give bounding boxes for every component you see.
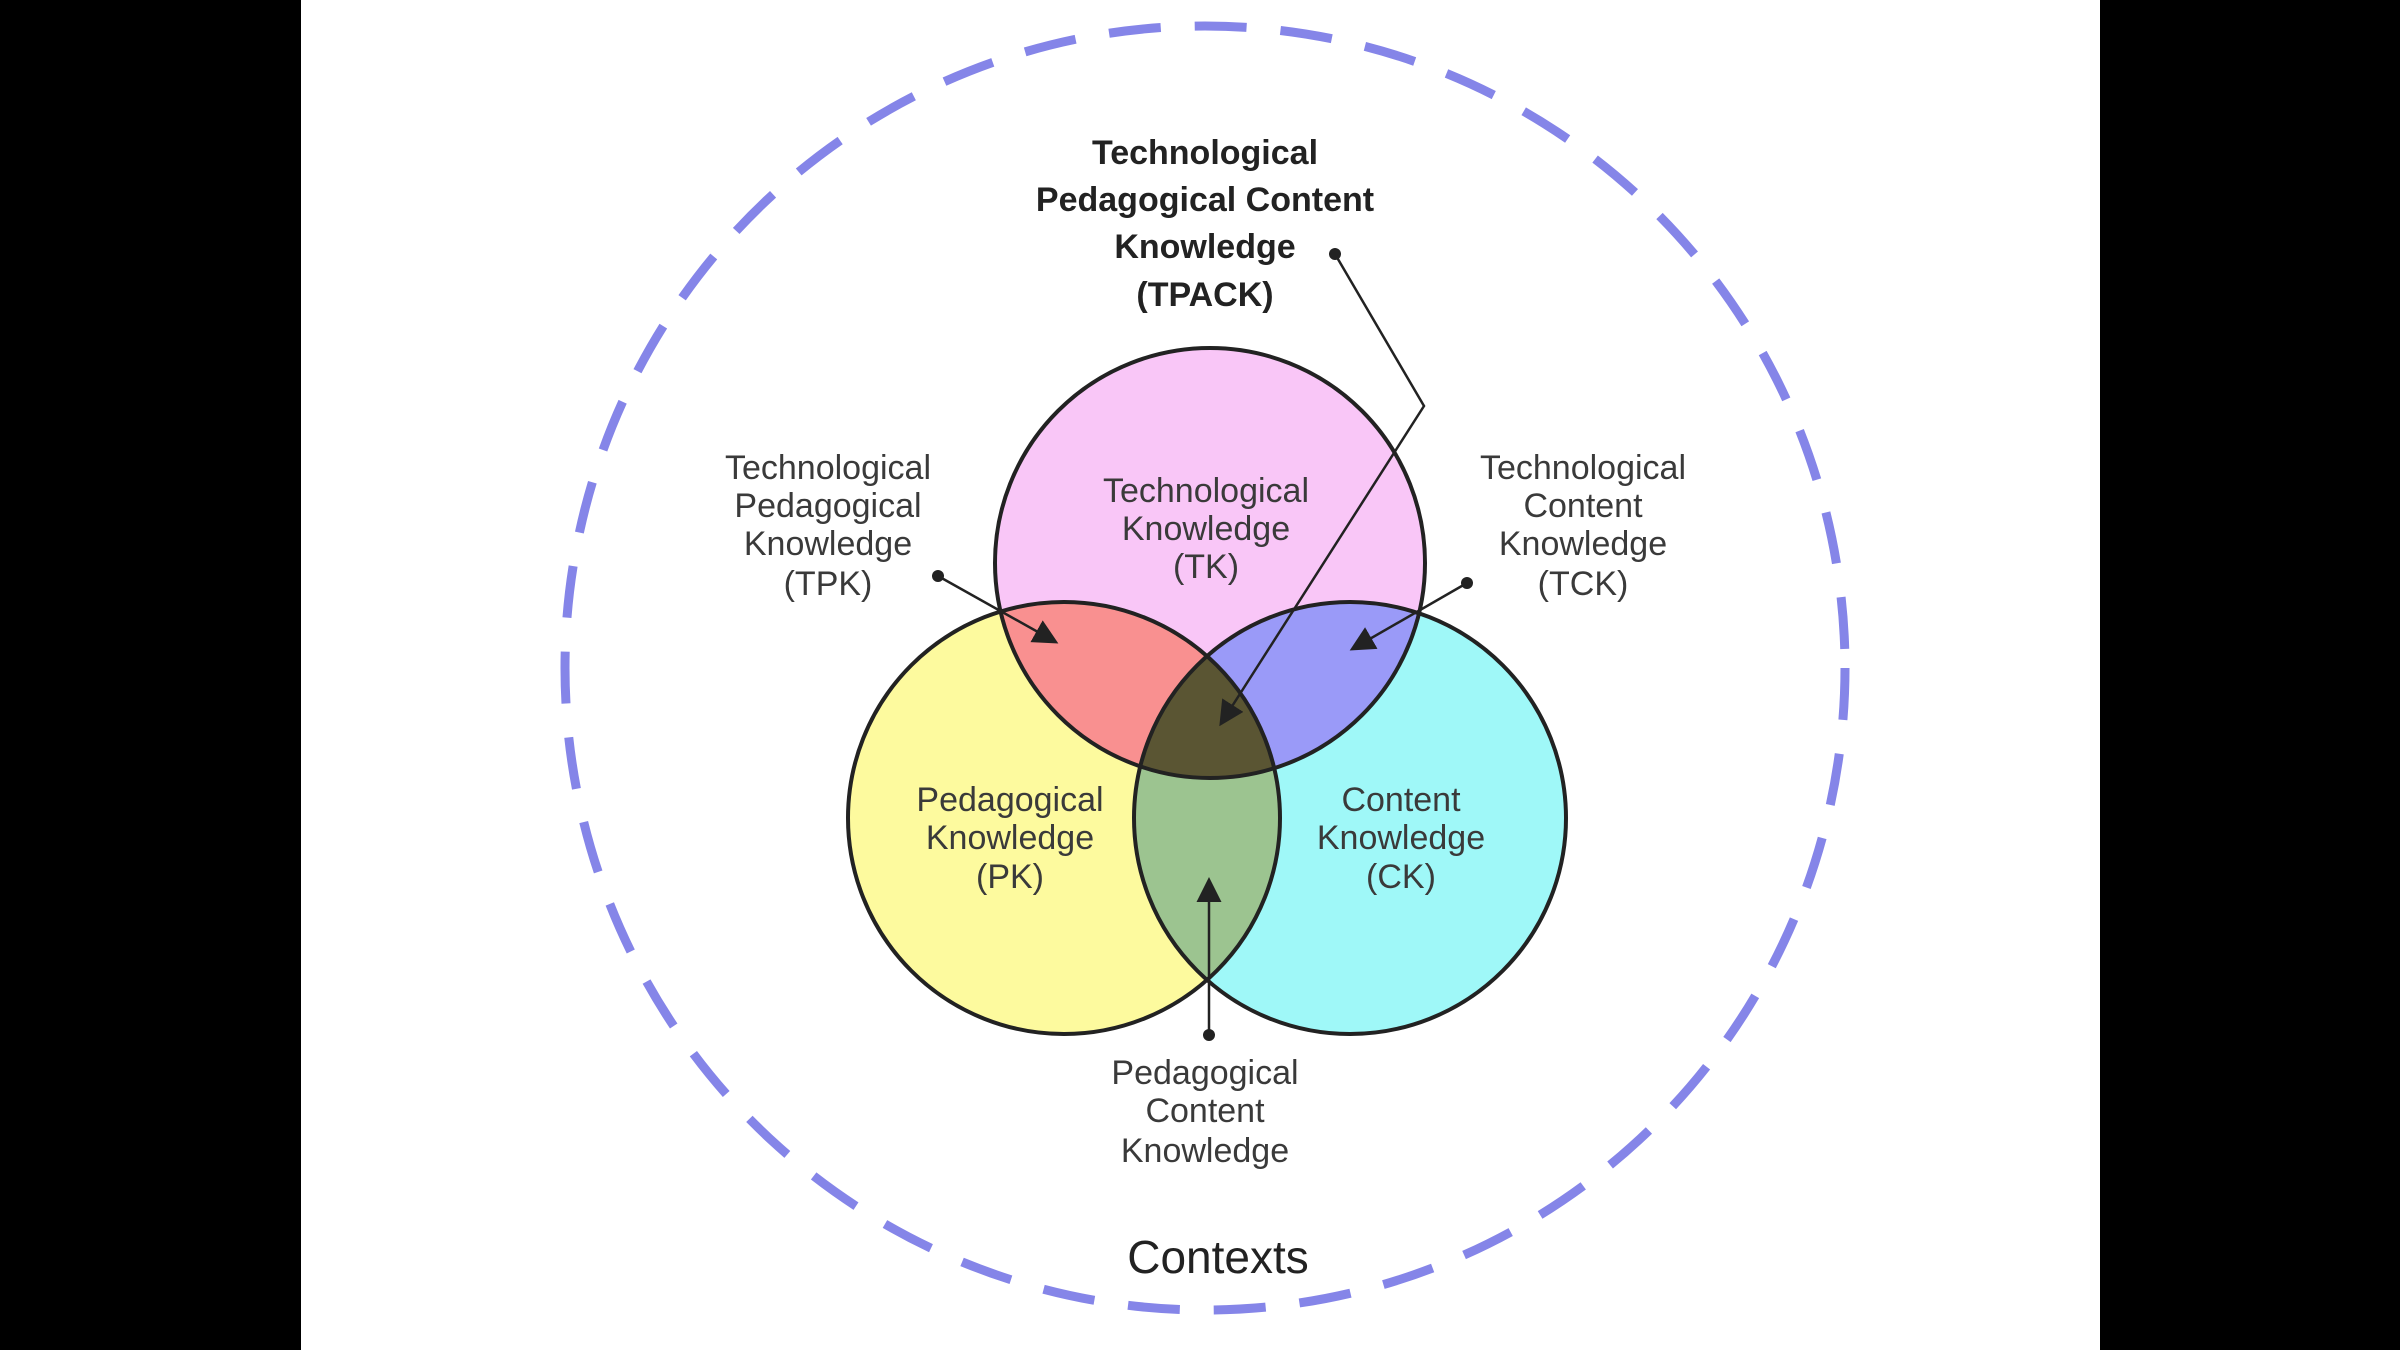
pk-label-line: Knowledge — [926, 819, 1094, 857]
pck-label: Pedagogical Content Knowledge — [1111, 1054, 1298, 1170]
tpk-label: Technological Pedagogical Knowledge (TPK… — [725, 449, 931, 603]
tpk-label-line: Pedagogical — [734, 487, 921, 525]
tk-label-line: (TK) — [1173, 548, 1239, 586]
pck-label-line: Knowledge — [1121, 1132, 1289, 1170]
pk-label: Pedagogical Knowledge (PK) — [916, 781, 1103, 896]
pk-label-line: Pedagogical — [916, 781, 1103, 819]
tk-label-line: Technological — [1103, 472, 1309, 510]
tck-label-line: Technological — [1480, 449, 1686, 487]
contexts-dashed-circle — [560, 21, 1850, 1315]
tpk-label-line: Knowledge — [744, 525, 912, 563]
tpack-label-line: Technological — [1092, 134, 1318, 172]
tpack-pointer — [1219, 253, 1426, 727]
tck-label: Technological Content Knowledge (TCK) — [1480, 449, 1686, 603]
tck-label-line: Content — [1523, 487, 1643, 525]
ck-label-line: (CK) — [1366, 858, 1436, 896]
ck-label-line: Knowledge — [1317, 819, 1485, 857]
pck-label-line: Pedagogical — [1111, 1054, 1298, 1092]
tck-label-line: Knowledge — [1499, 525, 1667, 563]
ck-label-line: Content — [1341, 781, 1461, 819]
ck-label: Content Knowledge (CK) — [1317, 781, 1485, 896]
tk-label: Technological Knowledge (TK) — [1103, 472, 1309, 586]
tpk-pointer — [937, 574, 1059, 644]
tpack-label: Technological Pedagogical Content Knowle… — [1036, 134, 1374, 314]
tck-pointer — [1349, 581, 1468, 651]
tpk-label-line: (TPK) — [784, 565, 873, 603]
tk-label-line: Knowledge — [1122, 510, 1290, 548]
tpack-label-line: Knowledge — [1114, 228, 1295, 266]
contexts-label: Contexts — [1127, 1231, 1309, 1283]
tpk-label-line: Technological — [725, 449, 931, 487]
tck-label-line: (TCK) — [1538, 565, 1629, 603]
pck-label-line: Content — [1145, 1092, 1265, 1130]
pk-label-line: (PK) — [976, 858, 1044, 896]
tpack-label-line: Pedagogical Content — [1036, 181, 1374, 219]
tpack-label-line: (TPACK) — [1136, 276, 1273, 314]
